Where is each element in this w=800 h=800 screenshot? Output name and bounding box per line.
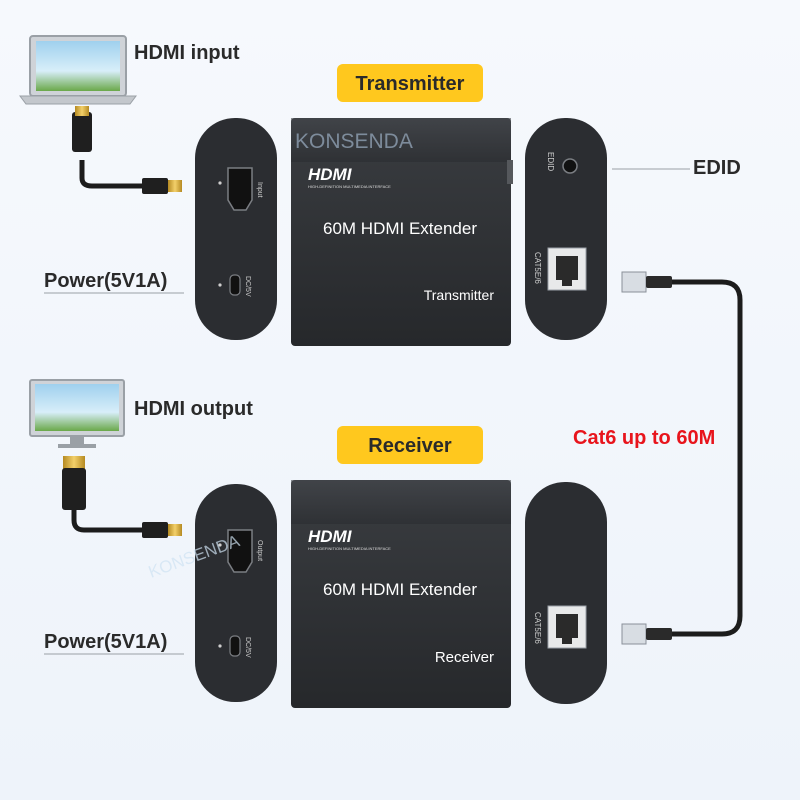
hdmi-port-input [227,167,253,211]
edid-label: EDID [693,157,741,179]
rj45-plug-bottom [621,623,672,645]
laptop-icon [19,35,137,105]
rj45-plug-top [621,271,672,293]
lan-port-label-tx: CAT5E/6 [533,252,542,284]
receiver-badge: Receiver [337,426,483,464]
hdmi-logo-tx: HDMI [308,165,353,184]
port-label-dc-rx: DC/5V [244,637,251,658]
port-dot [218,644,222,648]
port-dot [218,543,222,547]
port-label-dc-tx: DC/5V [244,276,251,297]
power-label-tx: Power(5V1A) [44,270,167,292]
port-label-output: Output [256,540,263,561]
hdmi-cable-input [72,106,182,194]
edid-port-label: EDID [546,152,555,171]
edid-button [562,158,578,174]
device-title-rx: 60M HDMI Extender [323,580,477,599]
hdmi-cable-output [62,456,182,538]
hdmi-logo-sub-tx: HIGH-DEFINITION MULTIMEDIA INTERFACE [308,184,391,189]
port-dot [218,283,222,287]
receiver-device: HDMI HIGH-DEFINITION MULTIMEDIA INTERFAC… [291,480,511,708]
hdmi-input-label: HDMI input [134,42,240,64]
power-label-rx: Power(5V1A) [44,631,167,653]
transmitter-badge: Transmitter [337,64,483,102]
rj45-port-rx [547,605,587,649]
transmitter-badge-text: Transmitter [356,73,465,95]
monitor-icon [29,379,125,448]
device-role-tx: Transmitter [424,287,495,303]
port-dot [218,181,222,185]
device-role-rx: Receiver [435,649,494,666]
transmitter-left-panel: Input DC/5V [195,118,277,340]
hdmi-logo-sub-rx: HIGH-DEFINITION MULTIMEDIA INTERFACE [308,546,391,551]
lan-port-label-rx: CAT5E/6 [533,612,542,644]
receiver-left-panel: Output DC/5V [195,484,277,702]
dc-port-rx [229,635,241,657]
port-label-input: Input [256,182,263,198]
cable-length-label: Cat6 up to 60M [573,427,715,449]
receiver-badge-text: Receiver [368,435,452,457]
network-cable [621,271,743,645]
dc-port-tx [229,274,241,296]
receiver-right-panel: CAT5E/6 [525,482,607,704]
rj45-port-tx [547,247,587,291]
hdmi-output-label: HDMI output [134,398,253,420]
hdmi-logo-rx: HDMI [308,527,353,546]
hdmi-port-output [227,529,253,573]
device-title-tx: 60M HDMI Extender [323,219,477,238]
transmitter-device: KONSENDA HDMI HIGH-DEFINITION MULTIMEDIA… [291,118,513,346]
transmitter-right-panel: EDID CAT5E/6 [525,118,607,340]
brand-watermark-tx: KONSENDA [295,130,413,153]
